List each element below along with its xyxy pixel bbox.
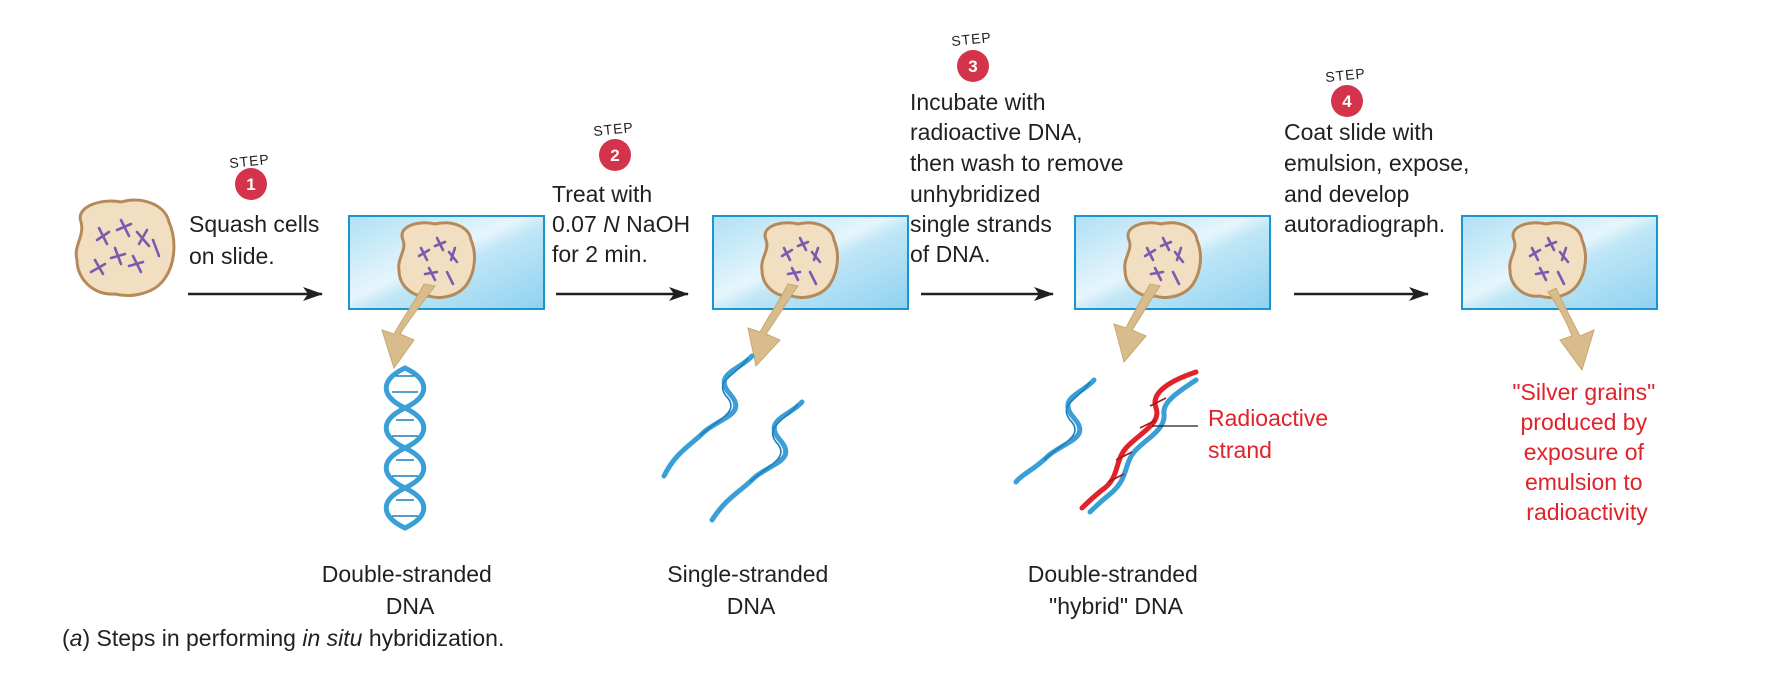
- step-4-number: 4: [1342, 92, 1352, 111]
- step-1-badge: [235, 168, 267, 200]
- slide-2-cell: [760, 221, 839, 299]
- step-3-text: Incubate with radioactive DNA, then wash…: [910, 89, 1130, 267]
- pointer-4: [1547, 287, 1595, 372]
- dna-hybrid: [1013, 369, 1199, 515]
- step-1: STEP 1 Squash cells on slide.: [189, 151, 326, 269]
- step-4-word: STEP: [1324, 65, 1366, 85]
- slide-4: [1461, 215, 1658, 310]
- dna-double-label: Double-stranded DNA: [322, 561, 498, 619]
- dna-single-stranded: [661, 353, 805, 523]
- step-2: STEP 2 Treat with 0.07 N NaOH for 2 min.: [552, 119, 696, 267]
- step-1-text: Squash cells on slide.: [189, 211, 326, 269]
- dna-hybrid-label: Double-stranded "hybrid" DNA: [1028, 561, 1204, 619]
- figure-caption: (a) Steps in performing in situ hybridiz…: [62, 625, 504, 651]
- chromosomes: [89, 218, 161, 276]
- radioactive-strand-label: Radioactive strand: [1208, 405, 1335, 463]
- cell-unmounted: [74, 198, 176, 297]
- step-3: STEP 3 Incubate with radioactive DNA, th…: [910, 29, 1130, 267]
- step-2-badge: [599, 139, 631, 171]
- cell-body: [74, 198, 176, 297]
- slide-1-cell: [397, 221, 476, 299]
- dna-single-label: Single-stranded DNA: [667, 561, 835, 619]
- step-2-word: STEP: [592, 119, 634, 139]
- step-4: STEP 4 Coat slide with emulsion, expose,…: [1284, 65, 1476, 237]
- step-2-text: Treat with 0.07 N NaOH for 2 min.: [552, 181, 696, 267]
- step-1-word: STEP: [228, 151, 270, 171]
- slide-3: [1074, 215, 1271, 310]
- silver-grains-label: "Silver grains" produced by exposure of …: [1512, 379, 1661, 525]
- slide-3-cell: [1123, 221, 1202, 299]
- step-3-number: 3: [968, 57, 977, 76]
- pointer-1: [381, 283, 436, 370]
- step-1-number: 1: [246, 175, 255, 194]
- dna-double-stranded: [383, 365, 427, 531]
- step-4-badge: [1331, 85, 1363, 117]
- step-3-word: STEP: [950, 29, 992, 49]
- step-4-text: Coat slide with emulsion, expose, and de…: [1284, 119, 1476, 237]
- pointer-2: [747, 283, 799, 368]
- pointer-3: [1113, 283, 1161, 364]
- slide-4-cell: [1508, 221, 1587, 299]
- slide-1: [348, 215, 545, 310]
- step-2-number: 2: [610, 146, 619, 165]
- step-3-badge: [957, 50, 989, 82]
- slide-2: [712, 215, 909, 310]
